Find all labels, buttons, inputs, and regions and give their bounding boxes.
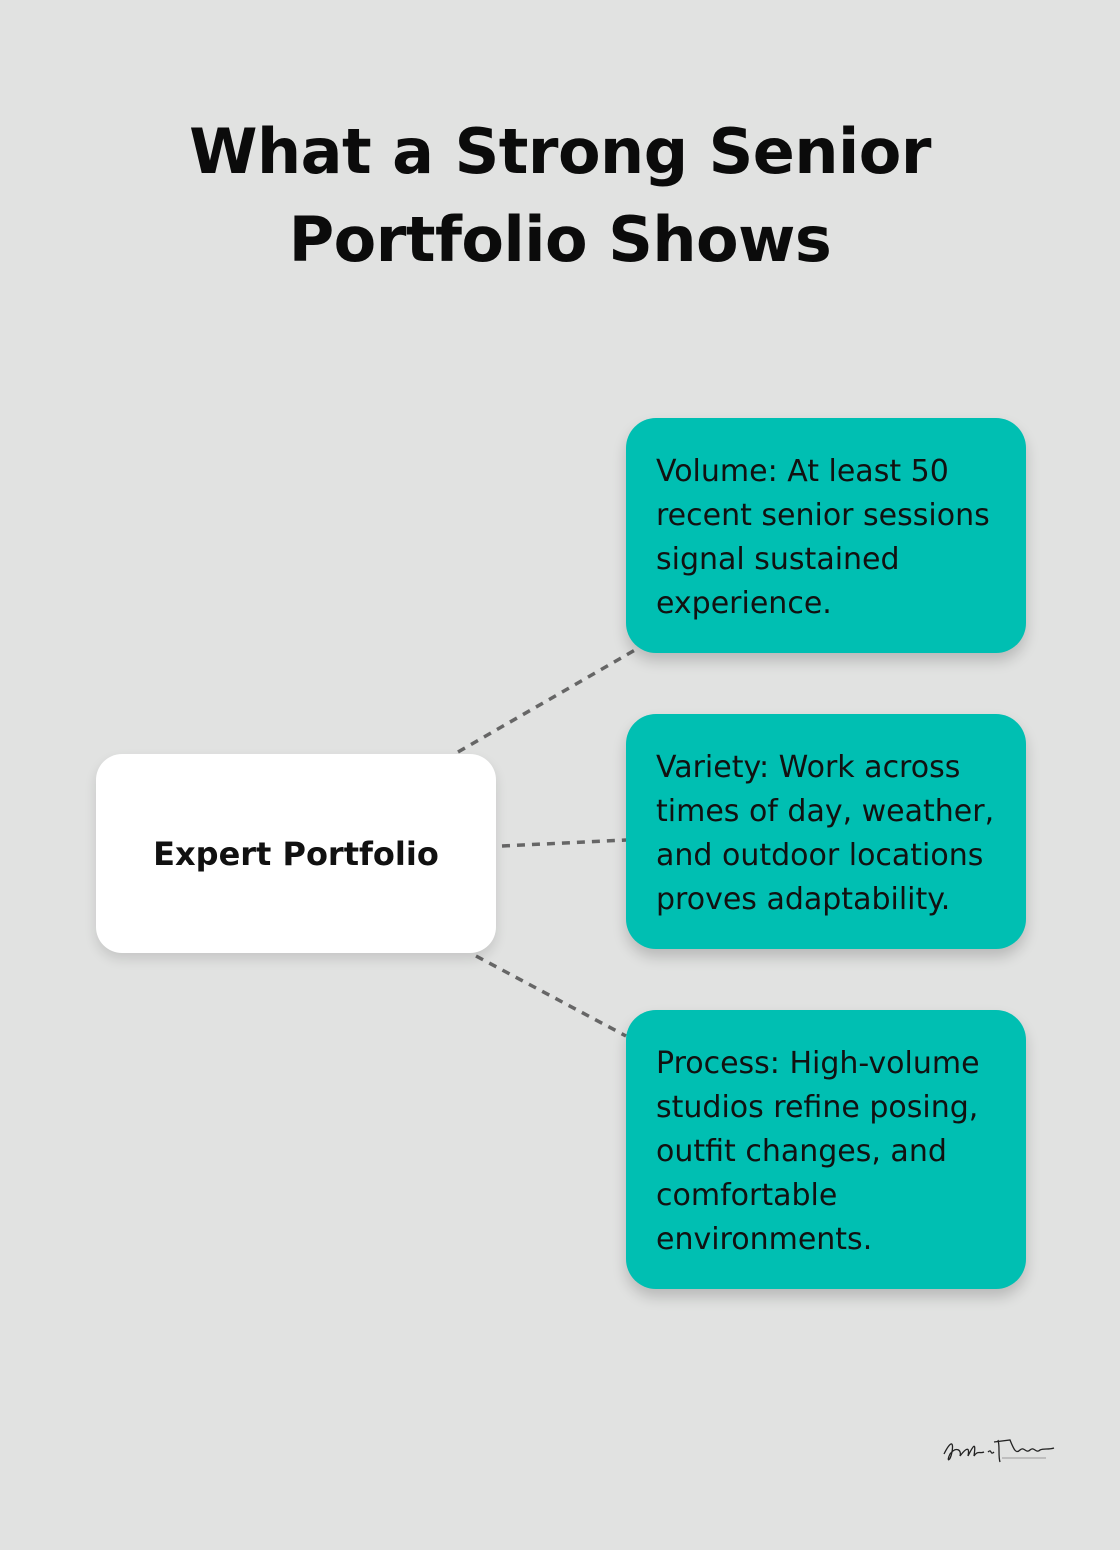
page-title: What a Strong Senior Portfolio Shows: [189, 115, 931, 276]
leaf-node-text: Volume: At least 50 recent senior sessio…: [656, 454, 990, 621]
signature-logo: [943, 1439, 1055, 1463]
connector-process: [475, 954, 627, 1038]
leaf-node-text: Variety: Work across times of day, weath…: [656, 750, 995, 917]
leaf-node-process: Process: High-volume studios refine posi…: [626, 1010, 1026, 1289]
root-node: Expert Portfolio: [96, 754, 496, 953]
root-node-label: Expert Portfolio: [153, 834, 439, 873]
leaf-node-variety: Variety: Work across times of day, weath…: [626, 714, 1026, 949]
connector-variety: [501, 838, 627, 848]
leaf-node-text: Process: High-volume studios refine posi…: [656, 1046, 980, 1257]
connector-volume: [457, 644, 643, 754]
leaf-node-volume: Volume: At least 50 recent senior sessio…: [626, 418, 1026, 653]
